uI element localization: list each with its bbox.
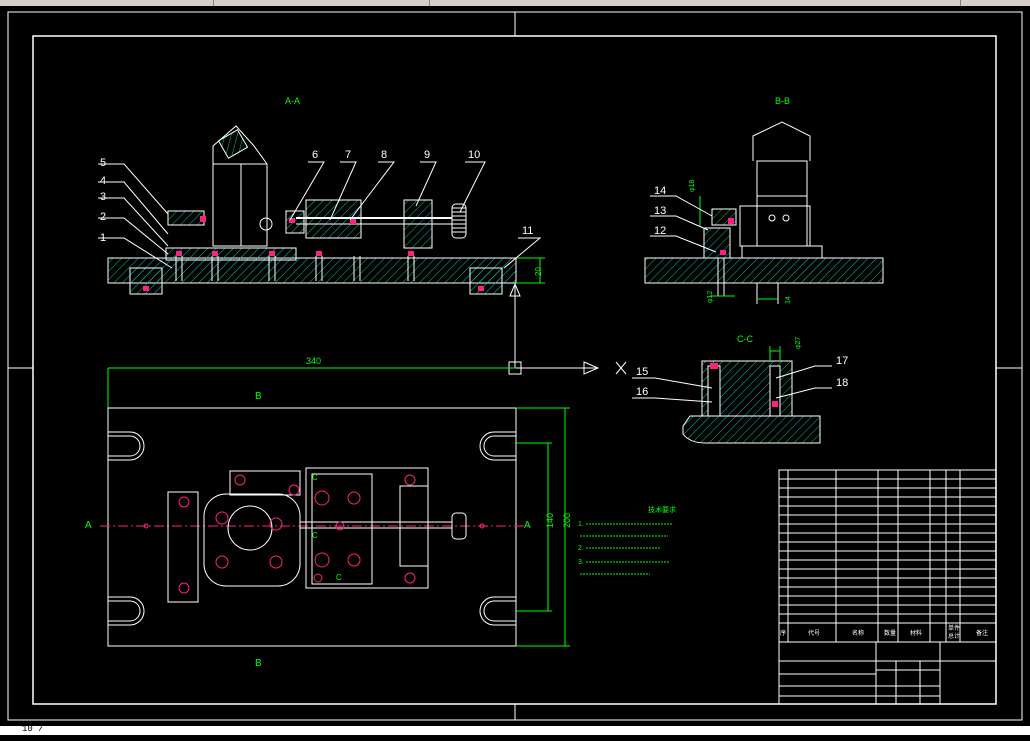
notes-title: 技术要求 xyxy=(648,505,676,514)
view-title-bb: B-B xyxy=(775,96,790,106)
note-3: 3. xyxy=(578,559,584,566)
balloon-2: 2 xyxy=(100,211,106,223)
dim-phi12: φ12 xyxy=(707,291,714,303)
fastener-markers xyxy=(143,216,484,291)
balloon-3: 3 xyxy=(100,191,106,203)
bom-col-name: 名称 xyxy=(852,629,864,637)
dim-200: 200 xyxy=(562,513,572,528)
mark-c-mid: C xyxy=(312,531,318,540)
bom-col-material: 材料 xyxy=(910,629,922,637)
note-2: 2. xyxy=(578,545,584,552)
balloon-8: 8 xyxy=(381,149,387,161)
command-line[interactable]: 10 / xyxy=(0,724,1030,735)
mark-c-top: C xyxy=(312,473,318,482)
bom-header: 序 代号 名称 数量 材料 单件 总计 备注 xyxy=(780,624,988,640)
plan-view: 340 xyxy=(85,356,572,669)
bolt-circles xyxy=(143,474,485,594)
dim-140: 140 xyxy=(545,513,555,528)
bom-col-code: 代号 xyxy=(808,629,820,637)
dim-phi18: φ18 xyxy=(689,180,696,192)
bom-rows xyxy=(779,478,996,624)
handwheel xyxy=(451,203,467,239)
bom-col-unit: 单件 xyxy=(948,624,960,632)
view-title-aa: A-A xyxy=(285,96,300,106)
v-block xyxy=(203,493,301,587)
mark-c-bottom: C xyxy=(336,573,342,582)
dim-14: 14 xyxy=(785,296,792,304)
bom-col-qty: 数量 xyxy=(884,629,896,637)
dim-340: 340 xyxy=(306,356,321,366)
toolbar-segment xyxy=(214,0,430,6)
balloon-labels-aa: 1 2 3 4 5 6 7 8 9 10 11 xyxy=(100,149,533,244)
balloon-12: 12 xyxy=(654,225,666,237)
bom-col-note: 备注 xyxy=(976,629,988,637)
bom-col-index: 序 xyxy=(780,629,786,637)
bb-workpiece xyxy=(756,160,808,247)
view-title-cc: C-C xyxy=(737,334,753,344)
workpiece-cylinder xyxy=(212,163,268,247)
balloon-9: 9 xyxy=(424,149,430,161)
base-plate-top xyxy=(107,407,517,647)
mark-a-right: A xyxy=(524,520,531,531)
balloon-5: 5 xyxy=(100,157,106,169)
toolbar-segment xyxy=(430,0,961,6)
balloon-16: 16 xyxy=(636,386,648,398)
balloon-6: 6 xyxy=(312,149,318,161)
balloon-1: 1 xyxy=(100,232,106,244)
balloon-4: 4 xyxy=(100,175,106,187)
mark-b-bottom: B xyxy=(255,658,262,669)
window-top-edge xyxy=(0,0,1030,6)
mark-b-top: B xyxy=(255,391,262,402)
support-block xyxy=(165,247,297,261)
dim-phi27: φ27 xyxy=(795,337,802,349)
mark-a-left: A xyxy=(85,520,92,531)
balloon-14: 14 xyxy=(654,185,666,197)
u-slots xyxy=(108,431,516,626)
section-view-c-c: C-C φ27 15 16 17 18 xyxy=(632,334,848,444)
note-1: 1. xyxy=(578,521,584,528)
bb-base-plate xyxy=(644,257,884,284)
clamp-block-left xyxy=(167,210,205,226)
balloon-7: 7 xyxy=(345,149,351,161)
section-view-a-a: A-A xyxy=(98,96,545,295)
balloon-13: 13 xyxy=(654,205,666,217)
bom-col-total: 总计 xyxy=(948,632,960,640)
workpiece-top-cone xyxy=(212,125,268,165)
technical-notes: 技术要求 1. 2. 3. xyxy=(578,505,676,575)
command-text: 10 / xyxy=(22,724,44,734)
balloon-17: 17 xyxy=(836,355,848,367)
base-foot-right xyxy=(469,267,503,295)
section-view-b-b: B-B φ12 14 φ18 14 13 12 xyxy=(644,96,884,304)
balloon-10: 10 xyxy=(468,149,480,161)
drawing-frame xyxy=(32,35,997,705)
dim-20: 20 xyxy=(534,267,543,276)
balloon-15: 15 xyxy=(636,366,648,378)
toolbar-segment xyxy=(0,0,214,6)
base-plate xyxy=(107,257,517,284)
balloon-18: 18 xyxy=(836,377,848,389)
cc-base xyxy=(682,415,821,444)
balloon-11: 11 xyxy=(522,225,533,237)
drawing-canvas[interactable]: A-A xyxy=(0,6,1030,741)
